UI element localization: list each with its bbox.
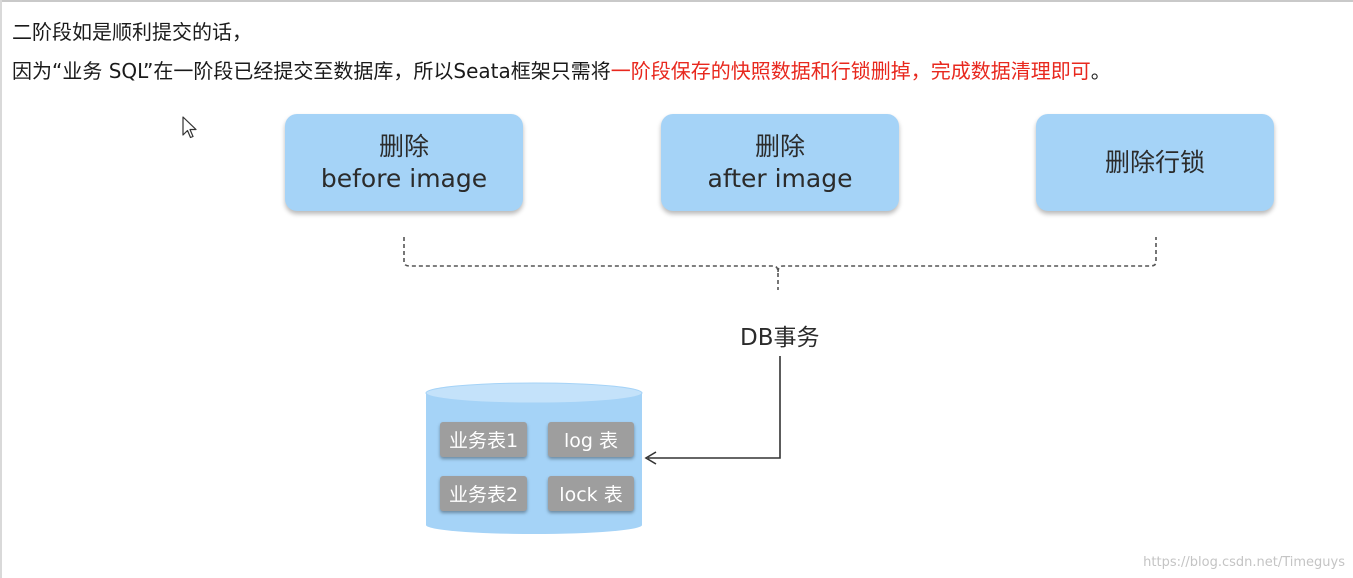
- explanation-suffix: 。: [1090, 59, 1111, 83]
- step-title: 删除: [754, 131, 805, 161]
- step-subtitle: after image: [707, 163, 853, 193]
- left-border: [0, 0, 2, 578]
- db-transaction-label: DB事务: [740, 325, 820, 351]
- connector-arrowhead: [644, 451, 657, 465]
- log-table: log 表: [548, 422, 634, 457]
- delete-after-image-box: 删除 after image: [661, 114, 899, 211]
- step-title: 删除: [378, 131, 429, 161]
- explanation-prefix: 因为“业务 SQL”在一阶段已经提交至数据库，所以Seata框架只需将: [12, 59, 611, 83]
- step-subtitle: before image: [320, 163, 488, 193]
- lock-table: lock 表: [548, 476, 634, 511]
- explanation-line: 因为“业务 SQL”在一阶段已经提交至数据库，所以Seata框架只需将一阶段保存…: [12, 57, 1111, 85]
- delete-row-lock-box: 删除行锁: [1036, 114, 1274, 211]
- watermark: https://blog.csdn.net/Timeguys: [1143, 555, 1345, 570]
- top-border: [0, 0, 1353, 2]
- intro-line: 二阶段如是顺利提交的话，: [12, 20, 252, 44]
- dashed-bracket: [403, 237, 1157, 290]
- mouse-cursor-icon: [182, 116, 198, 144]
- connector-line: [648, 356, 781, 459]
- business-table-1: 业务表1: [440, 422, 527, 457]
- explanation-highlight: 一阶段保存的快照数据和行锁删掉，完成数据清理即可: [610, 59, 1091, 83]
- step-title: 删除行锁: [1104, 147, 1205, 177]
- delete-before-image-box: 删除 before image: [285, 114, 523, 211]
- database-cylinder: [425, 382, 643, 534]
- business-table-2: 业务表2: [440, 476, 527, 511]
